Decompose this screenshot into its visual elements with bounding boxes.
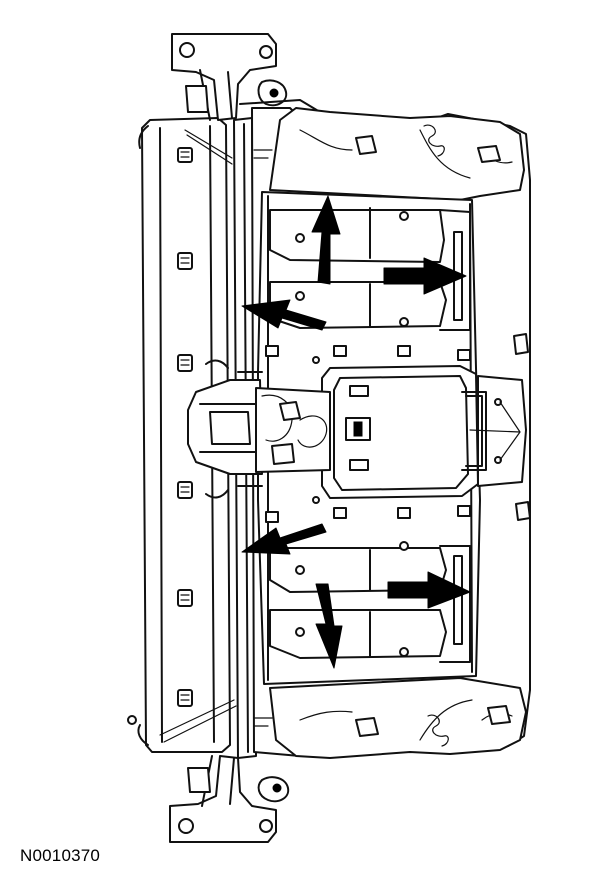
center-pivot-assembly	[187, 359, 331, 499]
top-mounting-bracket	[171, 33, 321, 121]
bottom-mounting-bracket	[169, 755, 290, 843]
front-crossbar	[137, 117, 237, 753]
arrow-lower-vertical	[315, 583, 343, 669]
center-latch-plate	[321, 365, 527, 499]
arrow-lower-diagonal	[241, 523, 327, 555]
direction-arrows	[241, 195, 471, 669]
arrow-upper-right	[383, 257, 467, 295]
arrow-lower-right	[387, 571, 471, 609]
figure-id-label: N0010370	[20, 846, 101, 865]
arrow-upper-vertical	[311, 195, 341, 285]
arrow-upper-diagonal	[241, 299, 327, 331]
detail-lines	[127, 149, 273, 727]
